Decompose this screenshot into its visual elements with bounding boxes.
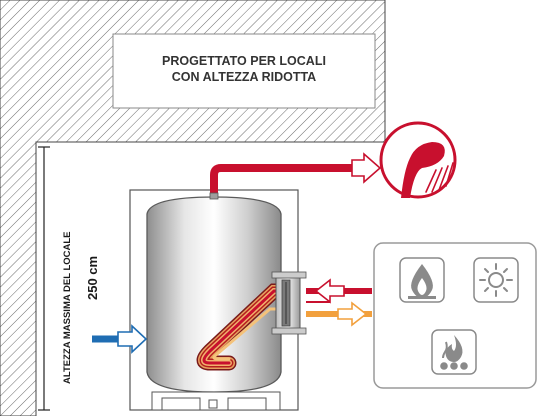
gas-flame-icon: [399, 257, 445, 303]
tank-base: [151, 391, 281, 411]
banner-line-2: CON ALTEZZA RIDOTTA: [172, 70, 316, 84]
biomass-fire-icon: [431, 329, 477, 375]
coil-flange: [271, 271, 307, 335]
height-label: ALTEZZA MASSIMA DEL LOCALE: [62, 231, 73, 384]
cold-water-arrow: [117, 324, 148, 354]
shower-icon: [379, 121, 457, 199]
reduced-height-banner: PROGETTATO PER LOCALI CON ALTEZZA RIDOTT…: [112, 33, 376, 109]
hot-water-pipe: [210, 152, 382, 197]
water-tank: [146, 192, 282, 393]
sun-icon: [473, 257, 519, 303]
height-dimension: ALTEZZA MASSIMA DEL LOCALE 250 cm: [38, 146, 100, 411]
cold-water-inlet: [92, 324, 148, 354]
source-flow-arrow: [314, 278, 345, 304]
source-pipes: [306, 278, 372, 327]
source-return-arrow: [337, 301, 368, 327]
height-value: 250 cm: [85, 256, 100, 300]
heating-coil: [196, 283, 294, 371]
banner-line-1: PROGETTATO PER LOCALI: [162, 54, 326, 68]
hot-water-arrow: [351, 152, 382, 184]
